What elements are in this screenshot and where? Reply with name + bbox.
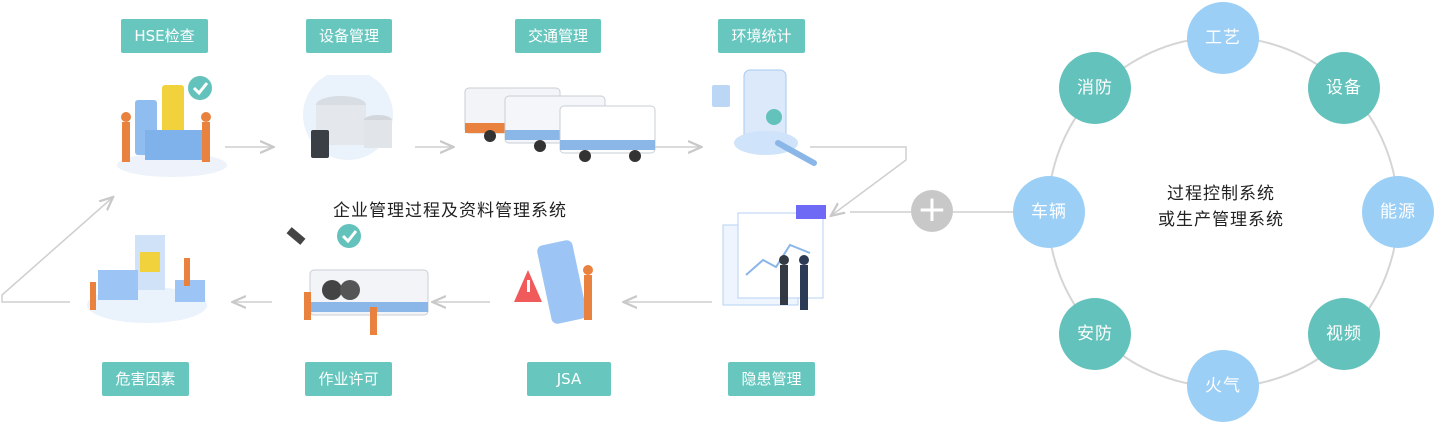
environment-illustration (712, 69, 817, 166)
cycle-node-fire-fighting[interactable]: 消防 (1059, 52, 1131, 124)
hse-check-illustration (117, 76, 227, 177)
step-label-hazard-factors[interactable]: 危害因素 (102, 362, 189, 396)
plus-icon: + (911, 190, 953, 232)
step-label-equipment[interactable]: 设备管理 (306, 19, 392, 53)
hazard-factors-illustration (87, 235, 207, 323)
arrow-factors-to-hse (1, 198, 112, 303)
step-label-hse-check[interactable]: HSE检查 (121, 19, 208, 53)
cycle-node-vehicle[interactable]: 车辆 (1013, 176, 1085, 248)
flow-title: 企业管理过程及资料管理系统 (333, 201, 567, 221)
cycle-node-fire-gas[interactable]: 火气 (1187, 350, 1259, 422)
step-label-jsa[interactable]: JSA (527, 362, 611, 396)
step-label-hazard-mgmt[interactable]: 隐患管理 (728, 362, 815, 396)
work-permit-illustration (286, 224, 429, 335)
jsa-illustration (514, 240, 593, 324)
equipment-illustration (303, 75, 393, 160)
cycle-node-process[interactable]: 工艺 (1187, 2, 1259, 74)
step-label-traffic[interactable]: 交通管理 (515, 19, 601, 53)
step-label-work-permit[interactable]: 作业许可 (305, 362, 392, 396)
cycle-node-security[interactable]: 安防 (1059, 298, 1131, 370)
cycle-center-line2: 或生产管理系统 (1158, 210, 1284, 230)
cycle-node-video[interactable]: 视频 (1308, 298, 1380, 370)
cycle-center-title: 过程控制系统 或生产管理系统 (1121, 181, 1321, 233)
arrow-environment-to-hazard (810, 146, 907, 215)
cycle-node-equipment[interactable]: 设备 (1308, 52, 1380, 124)
cycle-center-line1: 过程控制系统 (1167, 184, 1275, 204)
cycle-node-energy[interactable]: 能源 (1362, 176, 1434, 248)
hazard-mgmt-illustration (722, 205, 826, 310)
traffic-illustration (464, 87, 656, 162)
step-label-environment[interactable]: 环境统计 (718, 19, 805, 53)
